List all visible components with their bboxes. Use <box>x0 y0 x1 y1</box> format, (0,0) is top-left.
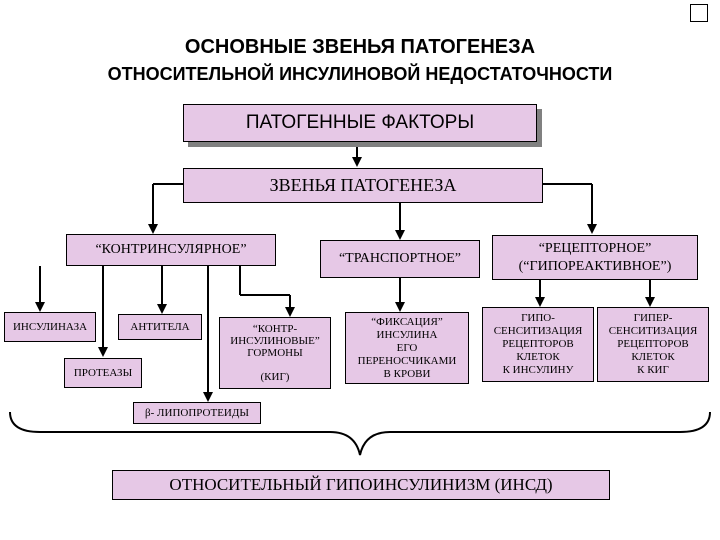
antibodies-box: АНТИТЕЛА <box>118 314 202 340</box>
contra-hormones-box: “КОНТР- ИНСУЛИНОВЫЕ” ГОРМОНЫ (КИГ) <box>219 317 331 389</box>
diagram-subtitle: ОТНОСИТЕЛЬНОЙ ИНСУЛИНОВОЙ НЕДОСТАТОЧНОСТ… <box>107 64 613 84</box>
beta-lipo-box: β- ЛИПОПРОТЕИДЫ <box>133 402 261 424</box>
fixation-box: “ФИКСАЦИЯ” ИНСУЛИНА ЕГО ПЕРЕНОСЧИКАМИ В … <box>345 312 469 384</box>
contrainsular-box: “КОНТРИНСУЛЯРНОЕ” <box>66 234 276 266</box>
corner-icon <box>690 4 708 22</box>
proteases-box: ПРОТЕАЗЫ <box>64 358 142 388</box>
transport-box: “ТРАНСПОРТНОЕ” <box>320 240 480 278</box>
brace <box>9 411 711 456</box>
factors-box: ПАТОГЕННЫЕ ФАКТОРЫ <box>183 104 537 142</box>
links-box: ЗВЕНЬЯ ПАТОГЕНЕЗА <box>183 168 543 203</box>
conclusion-box: ОТНОСИТЕЛЬНЫЙ ГИПОИНСУЛИНИЗМ (ИНСД) <box>112 470 610 500</box>
hyper-box: ГИПЕР- СЕНСИТИЗАЦИЯ РЕЦЕПТОРОВ КЛЕТОК К … <box>597 307 709 382</box>
diagram-title: ОСНОВНЫЕ ЗВЕНЬЯ ПАТОГЕНЕЗА <box>184 36 536 58</box>
hypo-box: ГИПО- СЕНСИТИЗАЦИЯ РЕЦЕПТОРОВ КЛЕТОК К И… <box>482 307 594 382</box>
insulinase-box: ИНСУЛИНАЗА <box>4 312 96 342</box>
receptor-box: “РЕЦЕПТОРНОЕ” (“ГИПОРЕАКТИВНОЕ”) <box>492 235 698 280</box>
